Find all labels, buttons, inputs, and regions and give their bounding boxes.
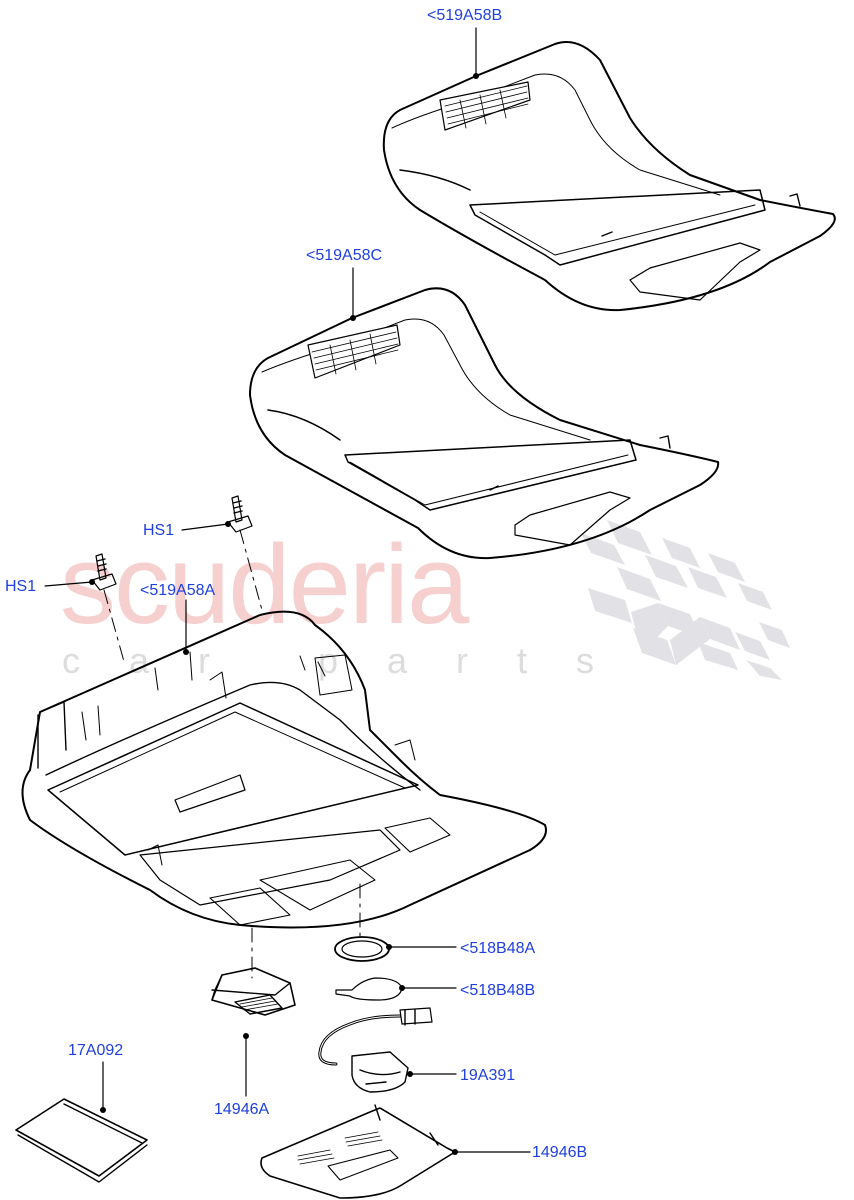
- callout-17A092[interactable]: 17A092: [68, 1042, 124, 1059]
- seal-ring-drawing: [334, 936, 390, 962]
- leader-lines: [44, 27, 531, 1153]
- callout-dots: [89, 73, 479, 1155]
- overhead-console-drawing: [21, 610, 547, 929]
- assembly-guide-lines: [103, 529, 361, 979]
- callout-519A58B[interactable]: <519A58B: [427, 7, 503, 24]
- callout-HS1-lower[interactable]: HS1: [5, 578, 37, 595]
- callout-518B48B[interactable]: <518B48B: [460, 982, 536, 999]
- pad-drawing: [15, 1098, 148, 1183]
- headliner-middle-drawing: [249, 287, 720, 560]
- microphone-drawing: [318, 1007, 433, 1093]
- checkered-flag-icon: [581, 520, 790, 680]
- gasket-drawing: [335, 977, 403, 1001]
- callout-14946B[interactable]: 14946B: [532, 1144, 588, 1161]
- headliner-upper-drawing: [382, 41, 836, 312]
- callout-14946A[interactable]: 14946A: [214, 1101, 270, 1118]
- lamp-module-drawing: [211, 967, 296, 1016]
- lamp-cover-drawing: [260, 1104, 456, 1199]
- callout-519A58A[interactable]: <519A58A: [140, 582, 216, 599]
- callout-519A58C[interactable]: <519A58C: [306, 247, 383, 264]
- callout-HS1-upper[interactable]: HS1: [143, 522, 175, 539]
- callout-19A391[interactable]: 19A391: [460, 1067, 516, 1084]
- screw-upper-drawing: [227, 495, 253, 533]
- callout-518B48A[interactable]: <518B48A: [460, 940, 536, 957]
- screw-lower-drawing: [91, 553, 117, 591]
